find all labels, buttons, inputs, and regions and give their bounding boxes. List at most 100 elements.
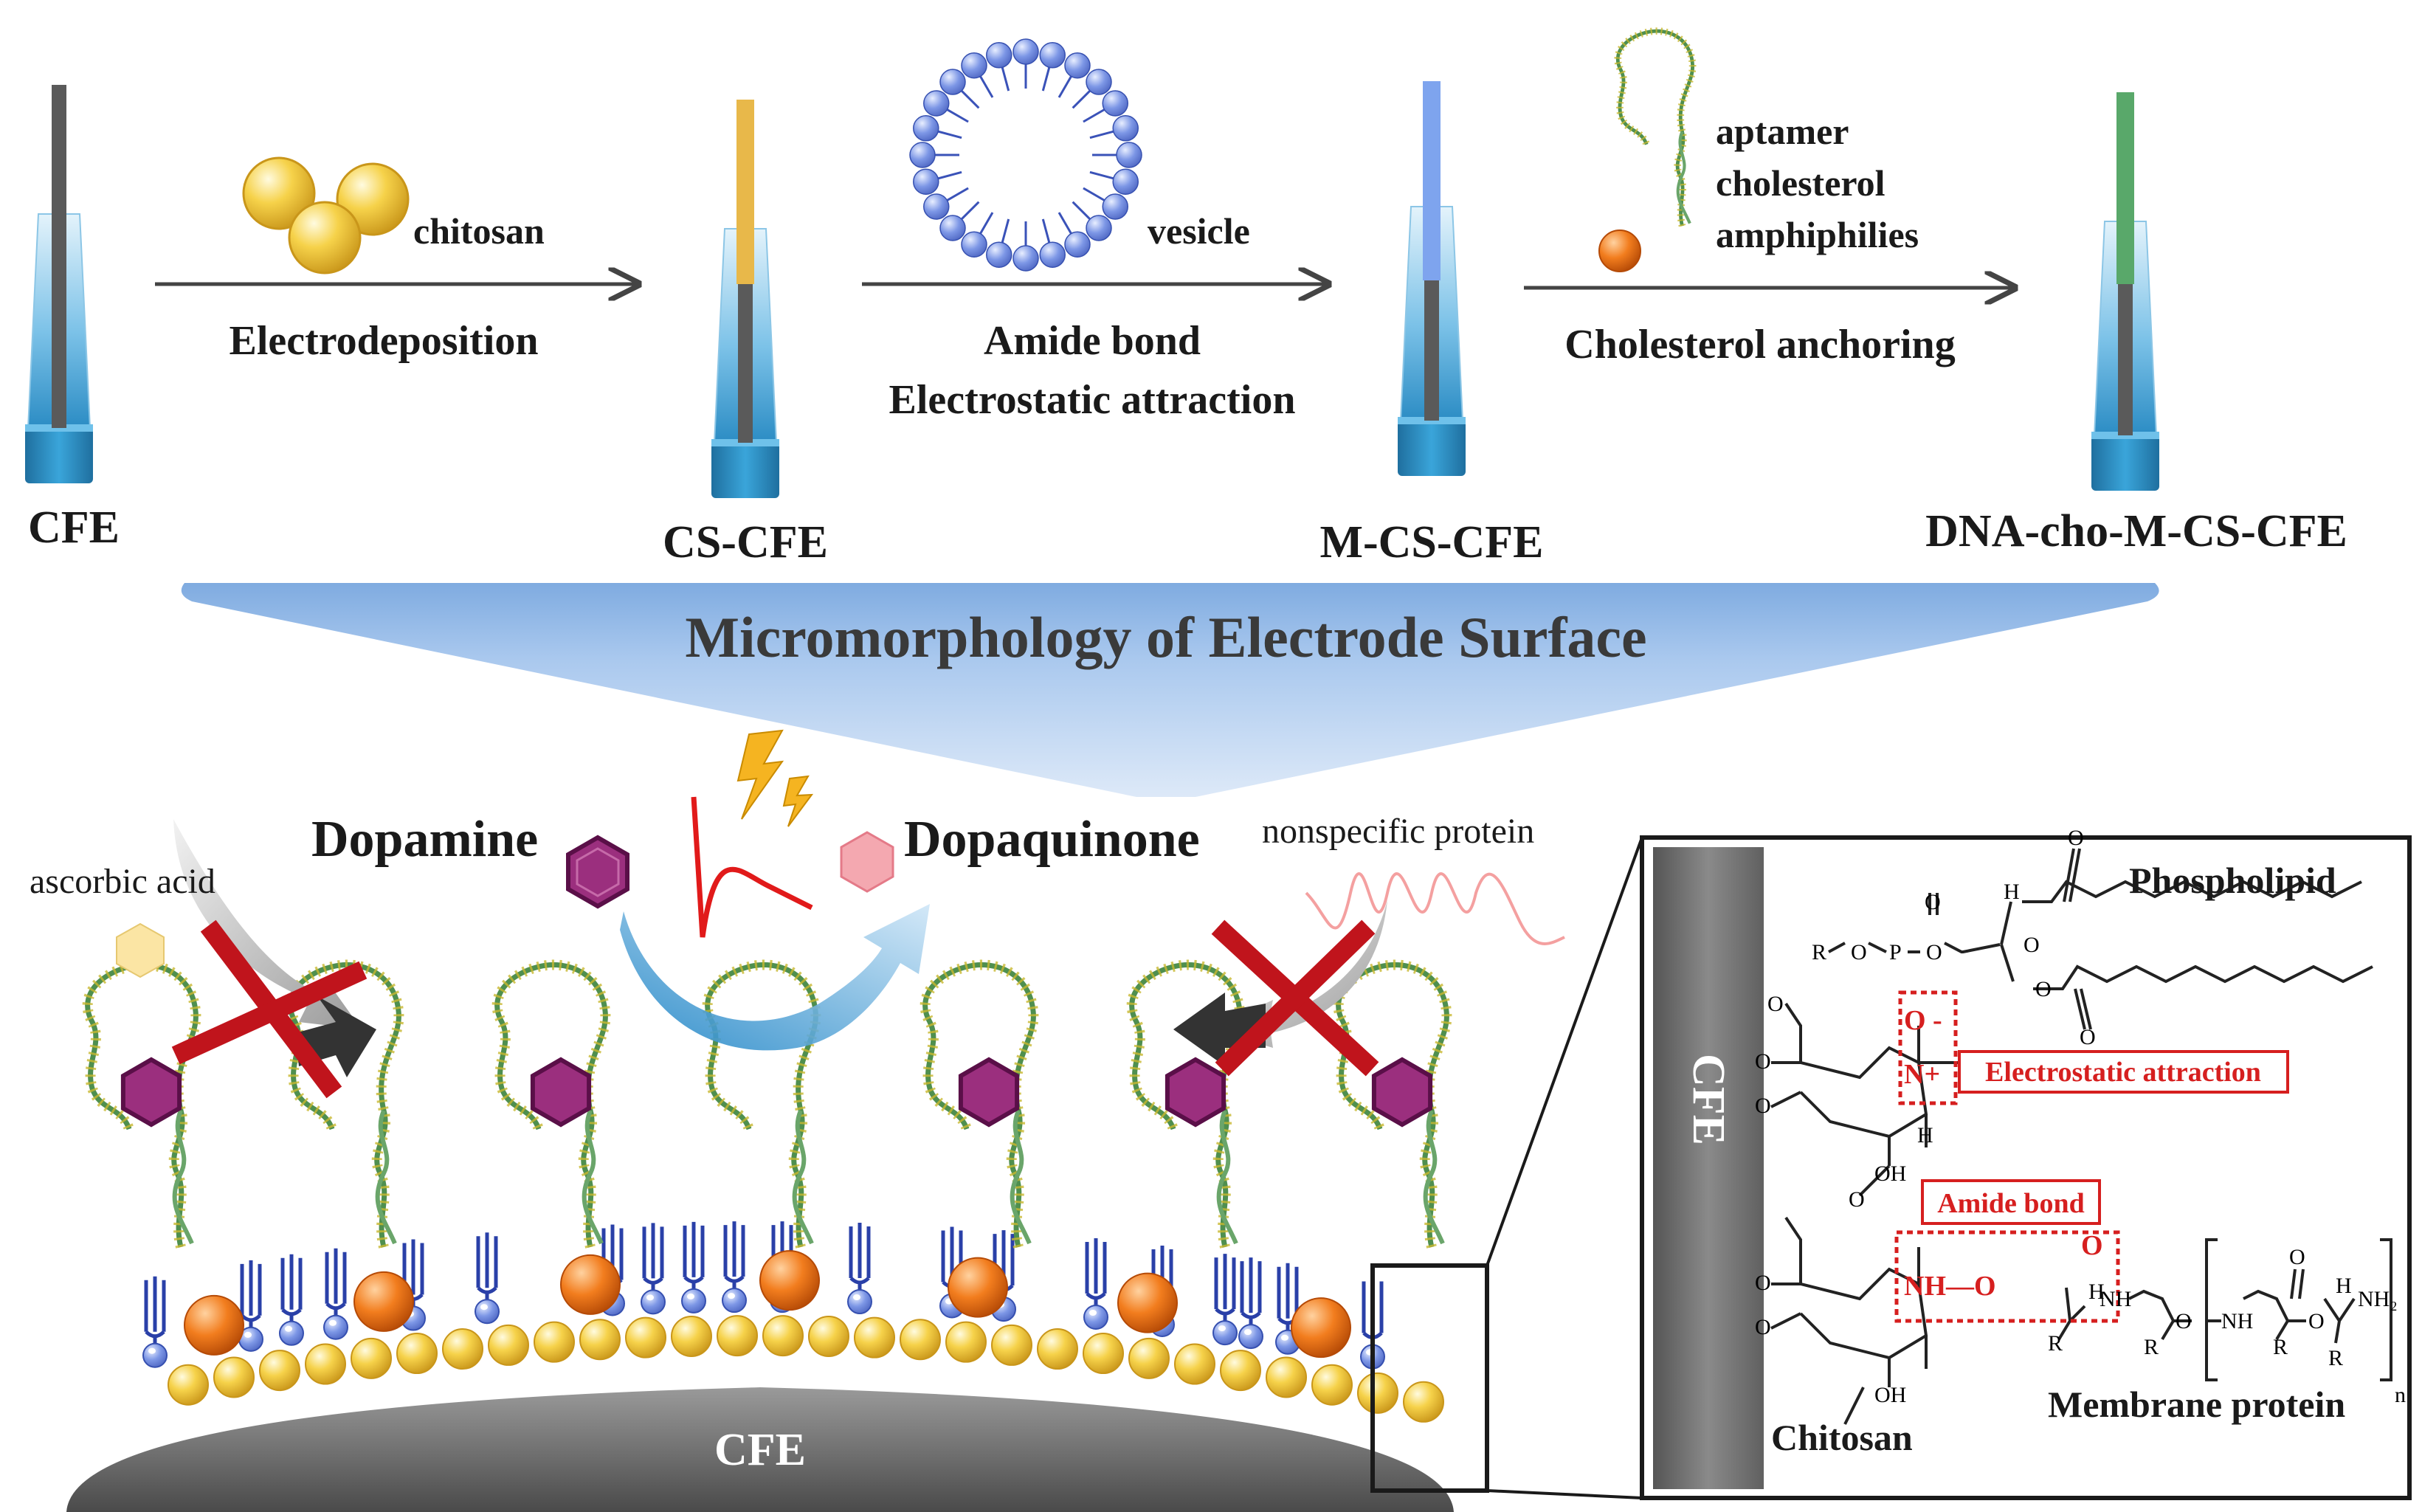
vesicle-head: [961, 52, 987, 79]
chitosan-bead: [1357, 1372, 1398, 1414]
inset-panel: [1640, 835, 2412, 1500]
dopaquinone-label: Dopaquinone: [904, 811, 1200, 868]
conversion-flow-arrow: [620, 904, 930, 1051]
chitosan-bead: [671, 1315, 712, 1357]
vesicle-head: [939, 69, 966, 95]
inset-membrane-protein-label: Membrane protein: [2048, 1384, 2345, 1425]
cross-block-right-icon: [1211, 919, 1379, 1077]
vesicle-head: [939, 215, 966, 241]
lipid-layer: [143, 1221, 1384, 1368]
vesicle-head: [1039, 42, 1066, 69]
svg-text:O -: O -: [1904, 1005, 1942, 1036]
svg-text:OH: OH: [1874, 1161, 1906, 1186]
svg-text:R: R: [2328, 1346, 2343, 1370]
chitosan-bead: [762, 1315, 804, 1357]
svg-text:O: O: [1755, 1094, 1771, 1118]
inset-phospholipid-label: Phospholipid: [2129, 860, 2336, 901]
nonspecific-protein-wave: [1305, 872, 1565, 945]
svg-text:R: R: [2273, 1335, 2288, 1359]
chitosan-bead: [305, 1343, 346, 1385]
step1-process-label: Electrodeposition: [230, 318, 539, 364]
cfe-substrate: [66, 1387, 1454, 1512]
svg-text:NH: NH: [2221, 1309, 2253, 1333]
svg-text:O: O: [1926, 940, 1942, 964]
chitosan-bead: [1266, 1356, 1307, 1398]
captured-dopamine: [120, 1057, 182, 1128]
chitosan-bead: [854, 1316, 895, 1359]
chitosan-bead: [351, 1337, 392, 1379]
dopamine-molecule: [566, 835, 629, 909]
svg-text:O: O: [2308, 1309, 2325, 1333]
dopamine-molecule-inner: [576, 847, 620, 897]
ascorbic-acid-label: ascorbic acid: [30, 862, 215, 901]
phospholipid: [280, 1254, 303, 1345]
svg-text:NH: NH: [2100, 1287, 2131, 1311]
phospholipid: [475, 1232, 499, 1323]
electrode-label-m-cs-cfe: M-CS-CFE: [1319, 517, 1543, 567]
cholesterol-anchor: [184, 1294, 244, 1356]
step1-material-label: chitosan: [413, 210, 545, 252]
electrode-cs-cfe: [711, 100, 780, 499]
svg-text:O: O: [1925, 890, 1941, 914]
svg-text:R: R: [1812, 940, 1826, 964]
svg-text:H: H: [2336, 1274, 2352, 1298]
svg-text:O: O: [1755, 1271, 1771, 1295]
chitosan-bead: [808, 1315, 849, 1357]
electrode-label-cfe: CFE: [28, 503, 120, 553]
vesicle-head: [961, 231, 987, 258]
chitosan-bead: [259, 1350, 300, 1392]
cholesterol-anchor: [948, 1257, 1008, 1318]
aptamer-strand: [708, 965, 816, 1248]
svg-text:O: O: [2023, 933, 2040, 957]
chitosan-balls-icon: [242, 156, 410, 275]
vesicle-head: [986, 241, 1012, 268]
step2-process-line1: Amide bond: [984, 318, 1201, 364]
svg-text:NH₂: NH₂: [2358, 1287, 2398, 1311]
svg-text:O: O: [2068, 826, 2084, 850]
chitosan-bead: [1037, 1328, 1078, 1370]
vesicle-head: [909, 142, 936, 168]
chitosan-bead: [488, 1324, 529, 1366]
phospholipid: [143, 1277, 167, 1367]
phospholipid: [848, 1223, 872, 1313]
chitosan-bead: [396, 1333, 438, 1375]
vesicle-head: [1086, 69, 1112, 95]
electrode-cfe: [24, 85, 94, 484]
chitosan-bead: [442, 1328, 483, 1370]
vesicle-head: [923, 90, 950, 117]
inset-electrode-label: CFE: [1683, 1054, 1733, 1145]
svg-text:H: H: [2088, 1280, 2105, 1304]
step3-material-line3: amphiphilies: [1716, 214, 1919, 255]
lightning-icon: [736, 729, 784, 820]
captured-dopamine: [958, 1057, 1020, 1128]
vesicle-head: [1102, 193, 1128, 220]
step3-material-line2: cholesterol: [1716, 162, 1885, 204]
chitosan-bead: [1311, 1364, 1353, 1406]
dopamine-label: Dopamine: [311, 811, 538, 868]
vesicle-head: [1039, 241, 1066, 268]
chitosan-bead: [534, 1321, 575, 1363]
phospholipid: [1213, 1254, 1237, 1344]
chitosan-bead: [1403, 1381, 1444, 1423]
vesicle-head: [986, 42, 1012, 69]
svg-text:O: O: [2035, 977, 2052, 1001]
svg-text:H: H: [1917, 1123, 1933, 1147]
vesicle-head: [1112, 115, 1139, 142]
svg-text:R: R: [2048, 1331, 2063, 1356]
dopaquinone-molecule: [840, 831, 894, 893]
svg-text:O: O: [1755, 1049, 1771, 1074]
inset-atom-labels: R O P O O H O O O O O - N+ H OH OH O O O…: [1755, 826, 2406, 1407]
svg-text:O: O: [1851, 940, 1867, 964]
chitosan-bead: [1220, 1350, 1261, 1392]
vesicle-head: [913, 168, 939, 195]
vesicle-head: [1102, 90, 1128, 117]
vesicle-head: [923, 193, 950, 220]
vesicle-head: [1064, 231, 1091, 258]
zoom-box: [1370, 1263, 1489, 1493]
phospholipid: [1084, 1238, 1108, 1329]
chitosan-bead: [213, 1356, 255, 1398]
vesicle-head: [1012, 38, 1039, 65]
step3-process-label: Cholesterol anchoring: [1564, 322, 1955, 367]
electrode-label-dna-cho-m-cs-cfe: DNA-cho-M-CS-CFE: [1925, 506, 2347, 556]
